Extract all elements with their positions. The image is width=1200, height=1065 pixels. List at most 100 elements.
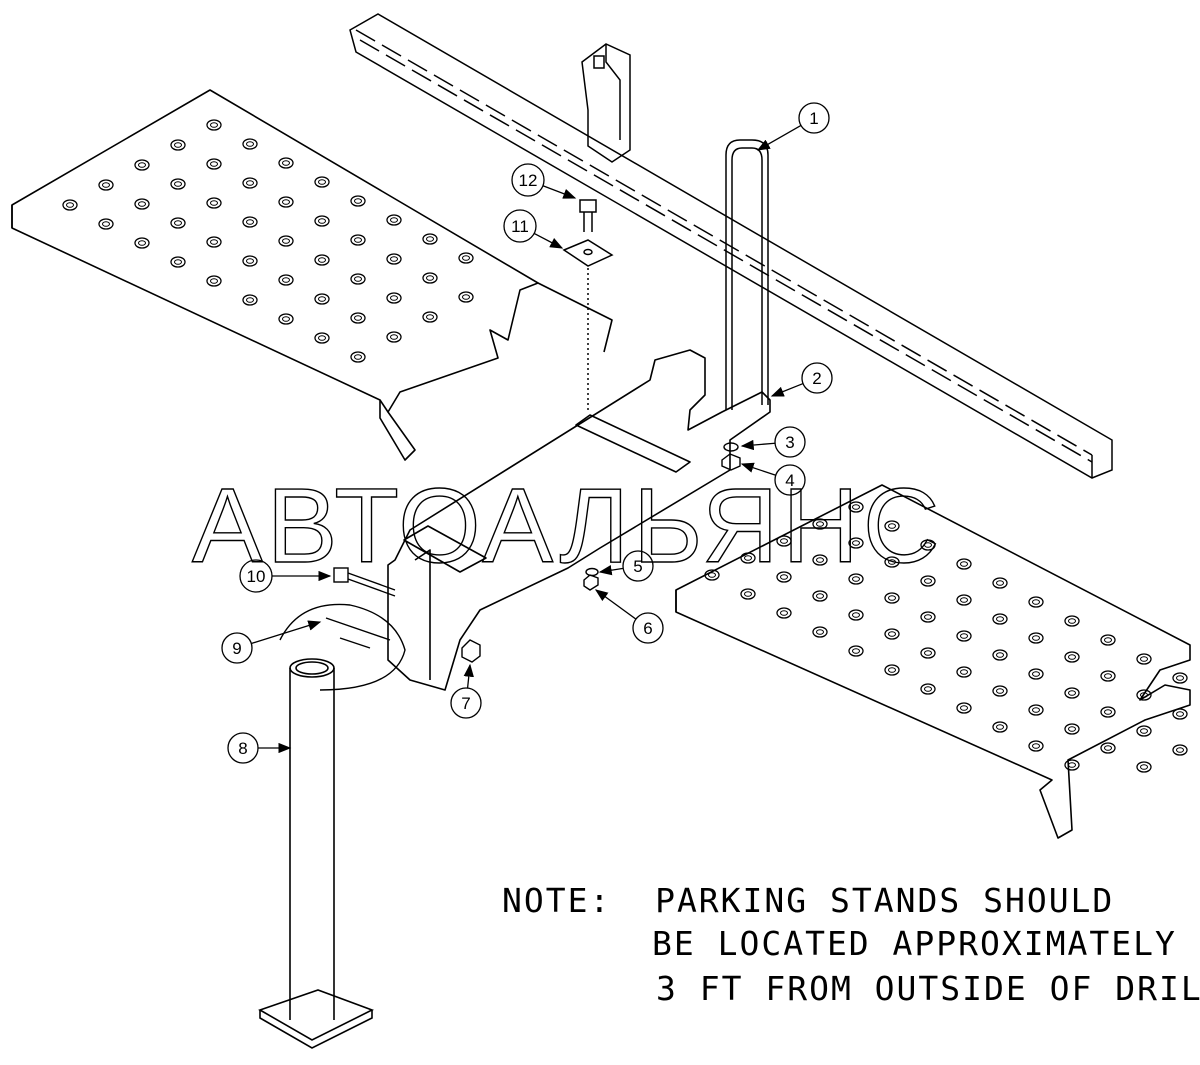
step-hole [956, 666, 972, 678]
step-hole [170, 139, 186, 151]
step-hole-inner [426, 236, 434, 242]
step-hole-inner [816, 557, 824, 563]
step-hole [776, 607, 792, 619]
step-hole [422, 311, 438, 323]
step-hole [62, 199, 78, 211]
step-hole [920, 683, 936, 695]
note-line-3: 3 FT FROM OUTSIDE OF DRILL [656, 969, 1200, 1008]
step-hole [884, 664, 900, 676]
step-hole [1172, 708, 1188, 720]
callout-leader [594, 589, 637, 620]
step-hole [278, 274, 294, 286]
step-hole [1100, 706, 1116, 718]
step-hole [884, 520, 900, 532]
step-hole-inner [852, 540, 860, 546]
step-hole [1064, 723, 1080, 735]
step-hole [1028, 632, 1044, 644]
step-hole [314, 176, 330, 188]
step-hole-inner [462, 294, 470, 300]
step-hole-inner [996, 724, 1004, 730]
hardware-3-6 [583, 442, 741, 591]
step-hole-inner [1068, 618, 1076, 624]
step-hole-inner [1104, 673, 1112, 679]
right-step-platform [675, 484, 1191, 839]
step-hole [314, 293, 330, 305]
step-hole-inner [924, 686, 932, 692]
callout-balloon [622, 550, 654, 582]
step-hole [992, 649, 1008, 661]
callout-leader [533, 232, 564, 249]
step-hole [1136, 653, 1152, 665]
step-hole-inner [888, 667, 896, 673]
callout-balloon [227, 732, 259, 764]
step-hole [1028, 704, 1044, 716]
step-hole [920, 611, 936, 623]
step-hole-inner [708, 572, 716, 578]
step-hole [1100, 634, 1116, 646]
frame-beam [349, 13, 1113, 479]
step-hole [848, 645, 864, 657]
step-hole [956, 594, 972, 606]
callout-balloon [450, 687, 482, 719]
callout-7: 7 [450, 663, 482, 719]
callout-11: 11 [503, 209, 564, 249]
step-hole-inner [1176, 711, 1184, 717]
step-hole [812, 554, 828, 566]
callout-4: 4 [740, 462, 806, 496]
step-hole [422, 233, 438, 245]
step-hole-inner [1068, 726, 1076, 732]
step-hole [386, 292, 402, 304]
nut-7 [461, 639, 481, 663]
step-hole [458, 291, 474, 303]
step-hole-inner [354, 276, 362, 282]
step-hole [740, 588, 756, 600]
step-hole-inner [960, 705, 968, 711]
step-hole-inner [1176, 675, 1184, 681]
callout-leader [251, 620, 322, 645]
step-hole-inner [282, 160, 290, 166]
step-hole-inner [138, 201, 146, 207]
step-hole-inner [354, 315, 362, 321]
step-hole [848, 537, 864, 549]
callout-balloon [774, 464, 806, 496]
step-hole-inner [744, 591, 752, 597]
step-hole [776, 571, 792, 583]
step-hole-inner [996, 652, 1004, 658]
step-hole [134, 237, 150, 249]
step-hole [314, 254, 330, 266]
step-hole-inner [246, 297, 254, 303]
step-hole-inner [960, 597, 968, 603]
step-hole [1064, 759, 1080, 771]
step-hole [98, 218, 114, 230]
step-hole-inner [996, 688, 1004, 694]
step-hole [170, 256, 186, 268]
step-hole [1136, 761, 1152, 773]
step-hole [776, 535, 792, 547]
left-step-holes [62, 119, 474, 363]
step-hole [206, 119, 222, 131]
step-hole-inner [888, 559, 896, 565]
callout-6: 6 [594, 589, 664, 644]
step-hole [350, 195, 366, 207]
step-hole-inner [318, 257, 326, 263]
step-hole-inner [1140, 692, 1148, 698]
step-hole-inner [852, 576, 860, 582]
step-hole [956, 558, 972, 570]
step-hole-inner [1140, 656, 1148, 662]
step-hole [350, 234, 366, 246]
step-hole-inner [390, 256, 398, 262]
step-hole-inner [1104, 637, 1112, 643]
step-hole-inner [282, 277, 290, 283]
step-hole-inner [282, 316, 290, 322]
step-hole-inner [924, 578, 932, 584]
step-hole [242, 216, 258, 228]
callout-balloon [503, 209, 537, 243]
step-hole-inner [1032, 707, 1040, 713]
step-hole [992, 613, 1008, 625]
step-hole-inner [138, 240, 146, 246]
step-hole-inner [210, 239, 218, 245]
step-hole-inner [816, 521, 824, 527]
step-hole-inner [1068, 654, 1076, 660]
step-hole [1100, 670, 1116, 682]
